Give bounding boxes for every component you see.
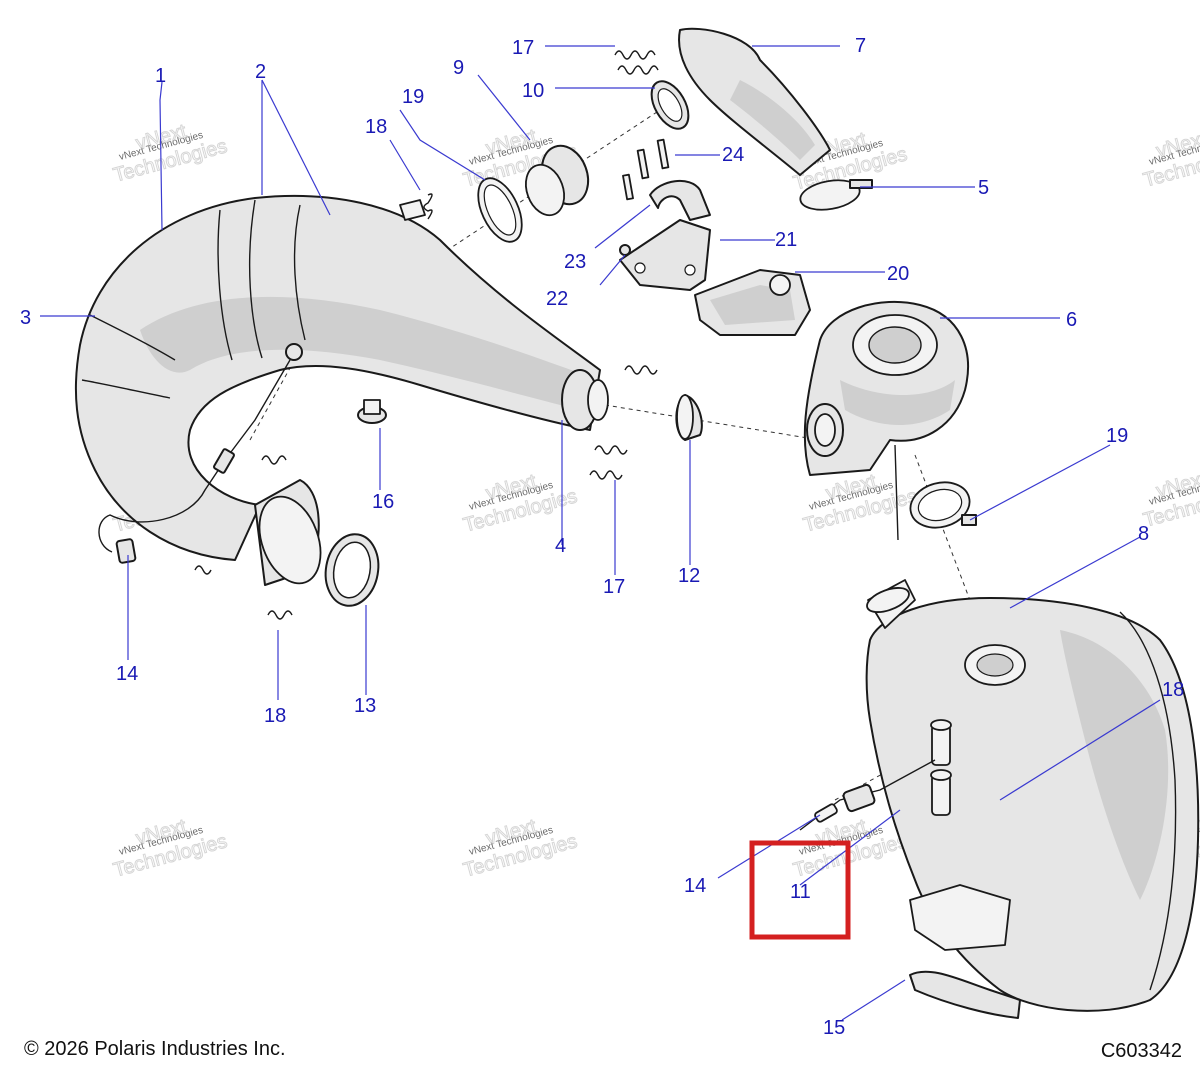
nut-22 [619, 244, 631, 256]
callout-18-right: 18 [1162, 679, 1184, 701]
callout-18-top: 18 [365, 116, 387, 138]
callout-8: 8 [1138, 523, 1149, 545]
diagram-code: C603342 [1100, 1040, 1182, 1062]
copyright-text: © 2026 Polaris Industries Inc. [24, 1038, 286, 1060]
clamp-5 [799, 179, 873, 211]
callout-labels: 1 2 3 4 5 6 7 8 9 10 11 12 13 14 14 15 1… [20, 35, 1184, 1039]
callout-6: 6 [1066, 309, 1077, 331]
bracket-23 [649, 179, 711, 221]
actuator-20 [694, 269, 811, 336]
callout-4: 4 [555, 535, 566, 557]
callout-17-top: 17 [512, 37, 534, 59]
callout-14-left: 14 [116, 663, 138, 685]
sensor-wire-left [98, 359, 291, 564]
callout-20: 20 [887, 263, 909, 285]
callout-21: 21 [775, 229, 797, 251]
callout-5: 5 [978, 177, 989, 199]
callout-19-right: 19 [1106, 425, 1128, 447]
sensor-wire-right [799, 759, 936, 831]
bolts-24 [622, 138, 670, 201]
turbo-housing-6 [803, 301, 969, 541]
highlight-box [749, 840, 851, 940]
expansion-chamber-pipe [74, 194, 609, 586]
leader-lines [40, 45, 1161, 1021]
callout-22: 22 [546, 288, 568, 310]
callout-14-right: 14 [684, 875, 706, 897]
callout-1: 1 [155, 65, 166, 87]
callout-9: 9 [453, 57, 464, 79]
callout-3: 3 [20, 307, 31, 329]
callout-11: 11 [790, 881, 811, 903]
seal-ring-12 [675, 394, 703, 441]
duct-7 [678, 27, 831, 176]
gasket-10 [650, 80, 690, 130]
callout-2: 2 [255, 61, 266, 83]
callout-7: 7 [855, 35, 866, 57]
callout-23: 23 [564, 251, 586, 273]
clamp-19-lower [909, 481, 977, 529]
callout-15: 15 [823, 1017, 845, 1039]
callout-13: 13 [354, 695, 376, 717]
heat-guard-15 [909, 970, 1021, 1019]
plug-part [357, 399, 387, 424]
callout-24: 24 [722, 144, 744, 166]
callout-16: 16 [372, 491, 394, 513]
seal-ring-13 [324, 533, 380, 607]
clamp-19-upper [477, 177, 523, 243]
bracket-21 [619, 219, 711, 291]
callout-19-top: 19 [402, 86, 424, 108]
callout-18-left: 18 [264, 705, 286, 727]
callout-10: 10 [522, 80, 544, 102]
flange-9 [524, 144, 590, 217]
callout-12: 12 [678, 565, 700, 587]
muffler-8 [865, 579, 1200, 1012]
callout-17-bottom: 17 [603, 576, 625, 598]
